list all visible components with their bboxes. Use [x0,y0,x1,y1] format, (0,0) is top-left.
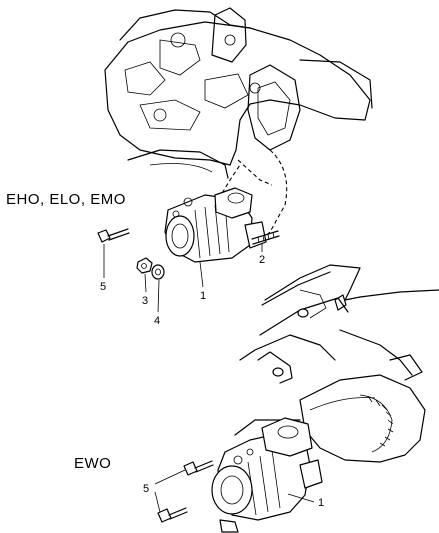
upper-bolt-drawing [97,228,130,243]
upper-callout-nut: 3 [142,295,148,307]
lower-bolt-bottom-drawing [157,507,188,523]
upper-stud-drawing [251,230,280,245]
lower-leader-lines [154,469,315,513]
upper-engine-block-drawing [104,7,373,179]
upper-callout-stud: 2 [259,254,265,266]
upper-callout-starter: 1 [200,290,206,302]
upper-leader-lines [103,244,263,313]
lower-callout-bolts: 5 [143,483,149,495]
upper-engine-codes-label: EHO, ELO, EMO [6,191,126,208]
upper-callout-washer: 4 [154,315,160,327]
lower-engine-code-label: EWO [74,455,112,472]
upper-nut-drawing [136,257,153,274]
lower-starter-motor-drawing [211,417,323,533]
upper-starter-motor-drawing [164,187,267,263]
lower-bolt-top-drawing [183,460,214,476]
upper-callout-bolt: 5 [100,281,106,293]
lower-engine-block-drawing [234,264,439,463]
lower-callout-starter: 1 [318,497,324,509]
upper-washer-drawing [151,264,165,280]
